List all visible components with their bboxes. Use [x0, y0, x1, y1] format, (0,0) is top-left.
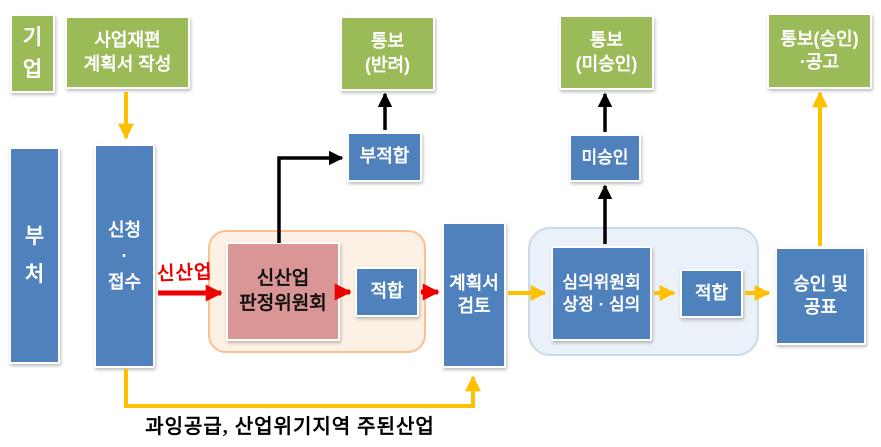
node-ministry: 부 처 [9, 147, 60, 364]
node-fit-2: 적합 [680, 269, 743, 318]
node-apply-receipt: 신청 · 접수 [94, 144, 155, 368]
node-plan-review: 계획서 검토 [442, 222, 506, 368]
label-oversupply-route: 과잉공급, 산업위기지역 주된산업 [145, 416, 435, 438]
node-notify-not-approved: 통보 (미승인) [559, 15, 654, 90]
label-new-industry: 신산업 [156, 262, 213, 285]
node-deliberation-committee: 심의위원회 상정 · 심의 [551, 246, 652, 341]
node-fit-1: 적합 [355, 267, 419, 317]
node-not-approved: 미승인 [569, 134, 641, 182]
node-judgment-committee: 신산업 판정위원회 [226, 242, 340, 341]
node-plan-writing: 사업재편 계획서 작성 [65, 16, 190, 89]
node-company: 기 업 [10, 14, 55, 93]
node-unfit: 부적합 [347, 132, 422, 182]
node-notify-reject: 통보 (반려) [340, 16, 435, 91]
node-approve-publish: 승인 및 공표 [775, 247, 866, 345]
node-notify-approved: 통보(승인) ·공고 [767, 13, 872, 89]
arrow-apply-bypass-to-review [124, 369, 481, 408]
